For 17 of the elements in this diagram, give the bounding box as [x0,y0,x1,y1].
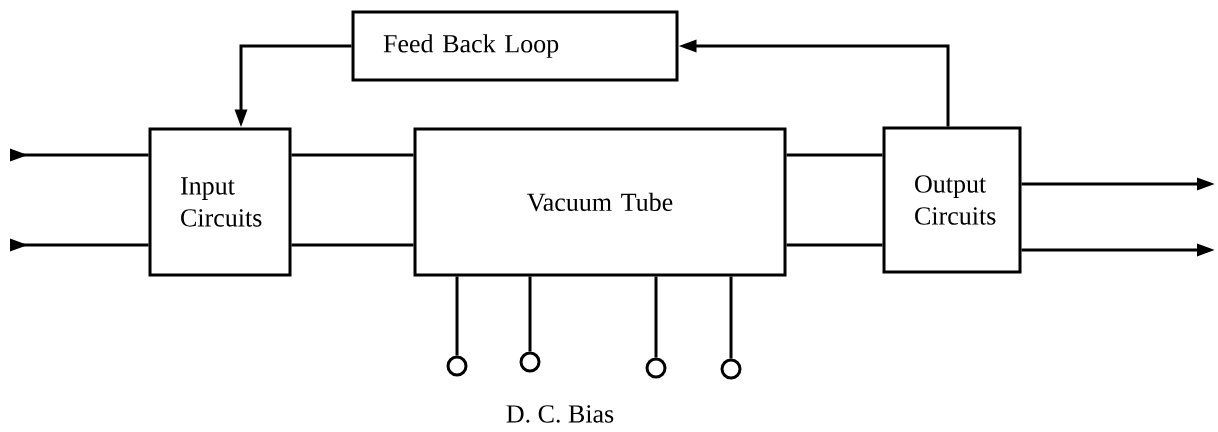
terminal-circle [645,357,667,379]
connector-line [729,276,733,359]
block-box: Input Circuits [148,127,292,277]
terminal-circle [446,355,468,377]
connector-line [786,153,883,157]
terminal-circle [519,351,541,373]
bias-label: D. C. Bias [506,405,614,423]
connector-line [291,243,414,247]
connector-line [455,276,459,356]
block-box: Vacuum Tube [413,127,787,277]
connector-line [786,243,883,247]
feedback-box: Feed Back Loop [351,10,679,82]
terminal-circle [720,358,742,380]
connector-line [291,153,414,157]
block-box: Output Circuits [882,126,1022,274]
connector-line [528,276,532,352]
connector-line [654,276,658,358]
